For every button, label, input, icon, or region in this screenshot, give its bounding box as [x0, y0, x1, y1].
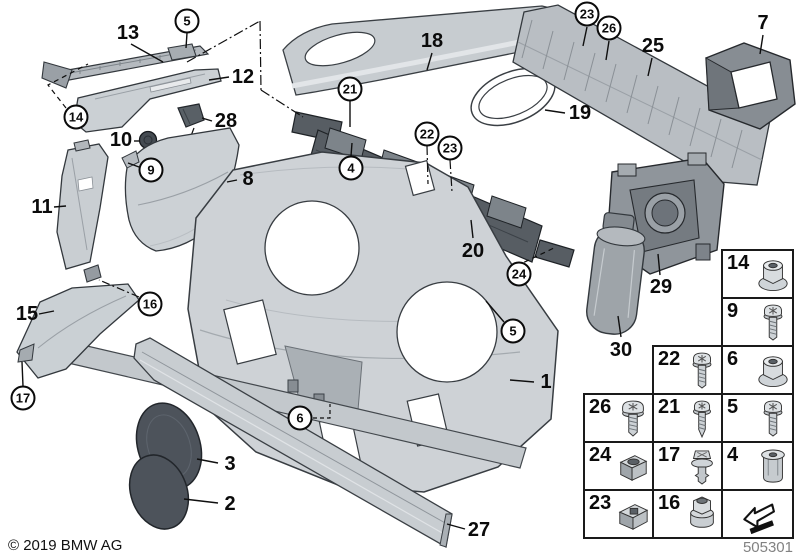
callout-circle-5b[interactable]: 5 [500, 318, 526, 344]
pan-screw-icon [763, 304, 783, 341]
expander-rivet-icon [691, 450, 713, 485]
callout-13[interactable]: 13 [116, 22, 140, 44]
legend-label: 17 [658, 444, 681, 466]
callout-7[interactable]: 7 [757, 12, 769, 34]
callout-circle-6[interactable]: 6 [287, 405, 313, 431]
callout-12[interactable]: 12 [231, 66, 255, 88]
legend-label: 22 [658, 348, 681, 370]
legend-cell-9[interactable]: 9 [721, 297, 794, 347]
part-13-rail[interactable] [41, 43, 210, 89]
diagram-id: 505301 [742, 539, 793, 556]
rivet-nut-icon [761, 449, 785, 483]
construction-lines [47, 20, 557, 419]
callout-circle-23b[interactable]: 23 [574, 1, 600, 27]
legend-cell-6[interactable]: 6 [721, 345, 794, 395]
callout-30[interactable]: 30 [609, 339, 633, 361]
part-27-sill-strip[interactable] [133, 337, 453, 549]
callout-circle-14[interactable]: 14 [63, 104, 89, 130]
legend-cell-16[interactable]: 16 [652, 489, 723, 539]
callout-29[interactable]: 29 [649, 276, 673, 298]
callout-2[interactable]: 2 [224, 493, 236, 515]
legend-label: 23 [589, 492, 612, 514]
callout-circle-21[interactable]: 21 [337, 76, 363, 102]
legend-label: 9 [727, 300, 739, 322]
pan-screw-icon [763, 400, 783, 437]
callout-27[interactable]: 27 [467, 519, 491, 541]
part-7-duct[interactable] [705, 42, 796, 130]
legend-cell-21[interactable]: 21 [652, 393, 723, 443]
pan-screw-pointed-icon [693, 400, 711, 439]
part-29-bracket[interactable] [606, 152, 725, 275]
callout-circle-26[interactable]: 26 [596, 15, 622, 41]
cage-nut-icon [619, 455, 648, 481]
callout-8[interactable]: 8 [242, 168, 254, 190]
callout-circle-5a[interactable]: 5 [174, 8, 200, 34]
legend-cell-4[interactable]: 4 [721, 441, 794, 491]
legend-label: 26 [589, 396, 612, 418]
legend-label: 5 [727, 396, 739, 418]
leader-lines [21, 26, 764, 530]
legend-label: 14 [727, 252, 750, 274]
legend-label: 16 [658, 492, 681, 514]
legend-label: 24 [589, 444, 612, 466]
legend-cell-17[interactable]: 17 [652, 441, 723, 491]
legend-cell-14[interactable]: 14 [721, 249, 794, 299]
callout-circle-23a[interactable]: 23 [437, 135, 463, 161]
legend-cell-arrow[interactable] [721, 489, 794, 539]
callout-11[interactable]: 11 [31, 196, 53, 218]
callout-circle-17[interactable]: 17 [10, 385, 36, 411]
callout-28[interactable]: 28 [214, 110, 238, 132]
part-2-speaker-cover[interactable] [120, 447, 199, 538]
part-19-seal-ring[interactable] [463, 57, 563, 136]
part-25-rear-panel[interactable] [512, 4, 771, 186]
plastic-nut-icon [690, 496, 714, 528]
callout-20[interactable]: 20 [461, 240, 485, 262]
legend-label: 4 [727, 444, 739, 466]
callout-25[interactable]: 25 [641, 35, 665, 57]
cage-nut-icon [618, 504, 649, 530]
legend-cell-22[interactable]: 22 [652, 345, 723, 395]
legend-cell-5[interactable]: 5 [721, 393, 794, 443]
callout-19[interactable]: 19 [568, 102, 592, 124]
legend-cell-23[interactable]: 23 [583, 489, 654, 539]
callout-circle-22[interactable]: 22 [414, 121, 440, 147]
legend-cell-26[interactable]: 26 [583, 393, 654, 443]
callout-circle-24[interactable]: 24 [506, 261, 532, 287]
legend-cell-24[interactable]: 24 [583, 441, 654, 491]
callout-15[interactable]: 15 [15, 303, 39, 325]
pan-screw-icon [692, 352, 712, 389]
copyright-notice: © 2019 BMW AG [8, 537, 123, 554]
part-11-pillar-trim[interactable] [56, 139, 109, 270]
flange-nut-icon [758, 260, 788, 292]
pan-screw-large-icon [622, 400, 644, 437]
part-1-rear-panel[interactable] [37, 151, 559, 493]
callout-18[interactable]: 18 [420, 30, 444, 52]
callout-1[interactable]: 1 [540, 371, 552, 393]
callout-3[interactable]: 3 [224, 453, 236, 475]
legend-label: 6 [727, 348, 739, 370]
callout-circle-9[interactable]: 9 [138, 157, 164, 183]
callout-circle-4[interactable]: 4 [338, 155, 364, 181]
flange-nut-icon [758, 356, 788, 388]
direction-arrow-icon [743, 503, 775, 535]
callout-circle-16[interactable]: 16 [137, 291, 163, 317]
part-30-bottle[interactable] [584, 211, 648, 336]
part-16-clip[interactable] [83, 264, 102, 283]
callout-10[interactable]: 10 [109, 129, 133, 151]
legend-label: 21 [658, 396, 681, 418]
